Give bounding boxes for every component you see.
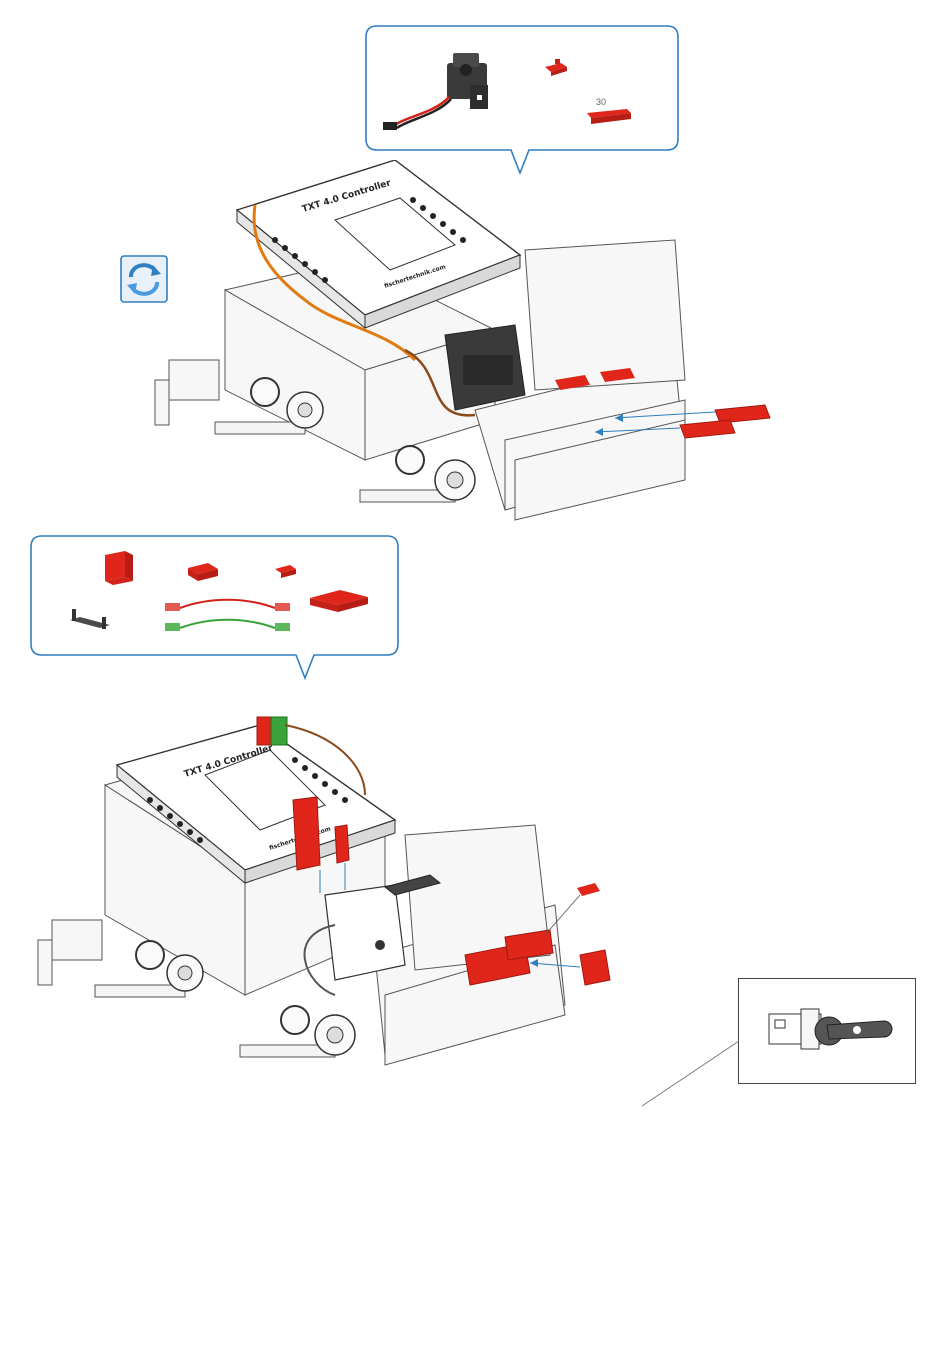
assembly-step-2-model: TXT 4.0 Controller fischertechnik.com <box>35 705 635 1095</box>
claw-left <box>155 360 219 425</box>
mini-motor-mounted <box>445 325 525 410</box>
gear-axle-right-2 <box>240 1006 355 1057</box>
detail-inset-box <box>738 978 916 1084</box>
parts-callout-step-2 <box>30 535 400 680</box>
red-angle-block <box>105 551 133 585</box>
claw-left-2 <box>38 920 102 985</box>
assembly-step-1-model: TXT 4.0 Controller fischertechnik.com <box>145 160 785 530</box>
part-length-label: 30 <box>596 97 606 107</box>
motor-lever-detail <box>769 1009 892 1049</box>
parts-callout-step-1: 30 <box>365 25 680 177</box>
detail-leader-line <box>640 1040 740 1110</box>
